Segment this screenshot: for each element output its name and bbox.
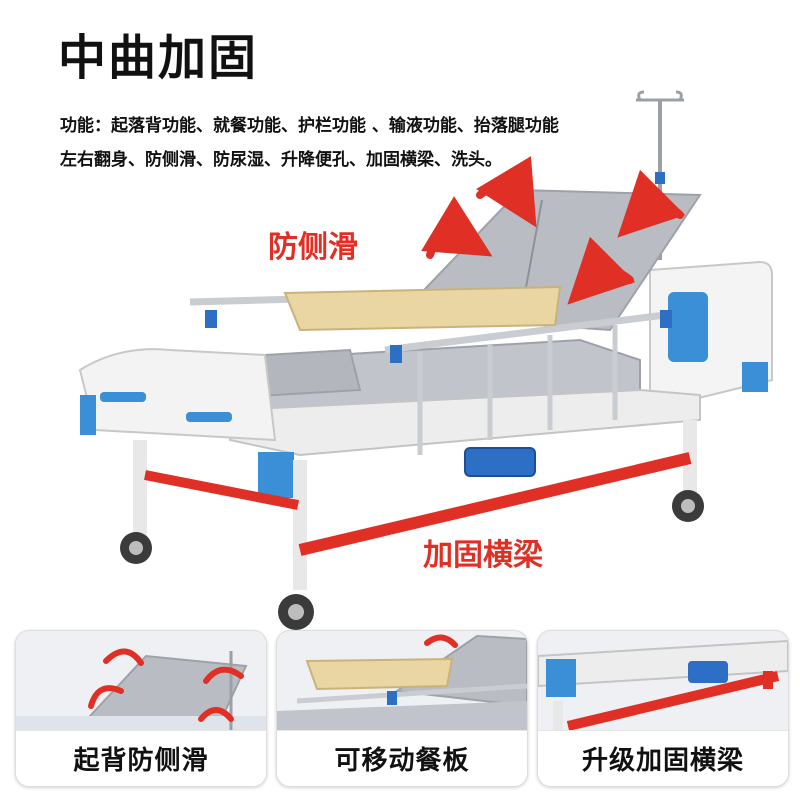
anti-slide-callout: 防侧滑 (268, 230, 358, 265)
bedpan-basin (464, 447, 536, 477)
thumbnail-backrest-anti-slide: 起背防侧滑 (15, 630, 267, 787)
bed-legs-wheels (120, 420, 704, 630)
movable-tray-image (277, 631, 527, 731)
page-title: 中曲加固 (58, 30, 259, 86)
functions-line-1: 功能：起落背功能、就餐功能、护栏功能 、输液功能、抬落腿功能 (60, 116, 559, 136)
upgraded-beam-image (538, 631, 788, 731)
headboard (649, 260, 773, 412)
thumbnail-caption: 升级加固横梁 (538, 730, 788, 786)
dining-tray (283, 285, 562, 332)
functions-line-2: 左右翻身、防侧滑、防尿湿、升降便孔、加固横梁、洗头。 (60, 150, 502, 170)
reinforced-beam-callout: 加固横梁 (423, 538, 543, 573)
rotation-arrows (421, 156, 686, 305)
hospital-bed-illustration (78, 90, 773, 630)
thumbnail-caption: 起背防侧滑 (16, 730, 266, 786)
thumbnail-caption: 可移动餐板 (277, 730, 527, 786)
footboard (78, 348, 294, 498)
bed-frame (229, 388, 701, 457)
thumbnail-upgraded-beam: 升级加固横梁 (537, 630, 789, 787)
thumbnail-movable-tray: 可移动餐板 (276, 630, 528, 787)
reinforcement-beams (144, 452, 692, 556)
backrest-anti-slide-image (16, 631, 266, 731)
